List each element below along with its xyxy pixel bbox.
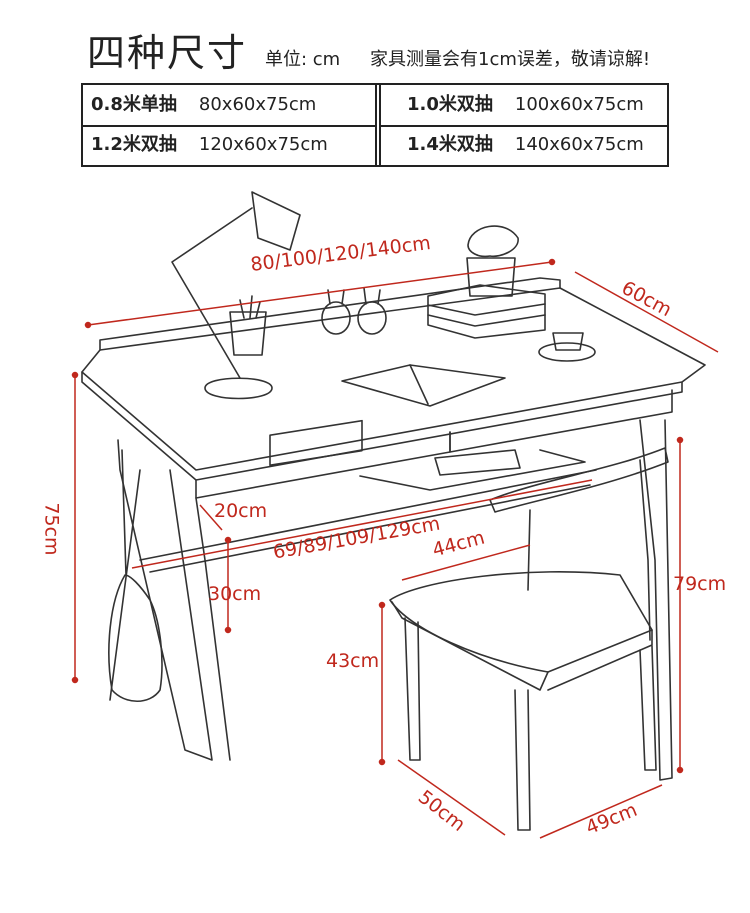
chair-back-leg — [527, 509, 531, 591]
drawer — [195, 431, 451, 499]
table-divider — [375, 85, 377, 165]
spec-dims: 80x60x75cm — [198, 94, 317, 115]
spec-dims: 100x60x75cm — [514, 94, 644, 115]
spec-row: 1.2米双抽 120x60x75cm 1.4米双抽 140x60x75cm — [83, 125, 667, 165]
chair-seat-edge — [547, 629, 653, 691]
plant-leaves — [467, 225, 519, 258]
label-desk-height: 75cm — [40, 502, 63, 556]
dimline-width — [87, 261, 553, 326]
dimline-drawer — [199, 504, 223, 531]
bag — [108, 574, 163, 703]
tolerance-note: 家具测量会有1cm误差，敬请谅解! — [370, 49, 651, 70]
spec-cell: 1.2米双抽 120x60x75cm — [91, 125, 328, 165]
dimline-legwidth — [131, 479, 593, 569]
lamp-arm — [171, 207, 253, 379]
book-stack — [427, 284, 546, 339]
spec-dims: 120x60x75cm — [198, 134, 328, 155]
label-chair-height: 79cm — [673, 573, 727, 595]
drawer — [449, 389, 673, 453]
chair-leg — [639, 645, 657, 771]
header: 四种尺寸 单位: cm 家具测量会有1cm误差，敬请谅解! — [0, 0, 750, 80]
spec-model: 1.4米双抽 — [407, 134, 493, 155]
desk-crossbar — [149, 484, 591, 573]
spec-cell: 1.4米双抽 140x60x75cm — [407, 125, 644, 165]
unit-label: 单位: cm — [265, 49, 341, 70]
spec-model: 0.8米单抽 — [91, 94, 177, 115]
chair-seat-edge — [391, 601, 549, 691]
spec-row: 0.8米单抽 80x60x75cm 1.0米双抽 100x60x75cm — [83, 85, 667, 127]
dimline-chair-top — [401, 544, 531, 581]
label-crossbar-height: 30cm — [208, 583, 262, 605]
desk-leg — [639, 419, 673, 781]
dimline-chair-width — [539, 784, 663, 839]
cup — [552, 332, 584, 351]
spec-model: 1.2米双抽 — [91, 134, 177, 155]
lower-shelf — [359, 449, 586, 491]
spec-model: 1.0米双抽 — [407, 94, 493, 115]
chair-seat — [389, 571, 653, 673]
saucer — [538, 342, 596, 362]
desk-crossbar — [139, 469, 597, 561]
dimline-depth — [574, 271, 719, 353]
desk-leg — [117, 439, 213, 761]
page-title: 四种尺寸 — [87, 31, 248, 75]
desk-top — [81, 287, 706, 471]
table-divider — [377, 85, 379, 165]
bag-strap — [121, 449, 127, 576]
plant-pot — [466, 257, 516, 297]
bunny-toy — [357, 301, 387, 335]
pen-holder — [229, 311, 267, 356]
chair-back-leg — [639, 459, 651, 641]
bunny-toy — [321, 301, 351, 335]
desk-leg — [109, 469, 141, 701]
open-book — [341, 364, 506, 407]
dimline-chair-depth — [397, 759, 506, 836]
desk-leg — [195, 497, 231, 761]
spec-cell: 0.8米单抽 80x60x75cm — [91, 85, 316, 125]
router — [434, 449, 521, 476]
desk-back-board — [99, 277, 561, 351]
lamp-shade — [251, 191, 301, 251]
drawer-front — [269, 419, 363, 467]
size-spec-table: 0.8米单抽 80x60x75cm 1.0米双抽 100x60x75cm 1.2米双… — [81, 83, 669, 167]
table-divider — [379, 85, 381, 165]
lamp-base — [204, 377, 273, 400]
label-seat-height: 43cm — [326, 650, 380, 672]
chair-backrest — [489, 447, 669, 513]
label-drawer-height: 20cm — [214, 500, 268, 522]
spec-cell: 1.0米双抽 100x60x75cm — [407, 85, 644, 125]
chair-leg — [404, 617, 421, 761]
chair-leg — [514, 689, 531, 831]
spec-dims: 140x60x75cm — [514, 134, 644, 155]
